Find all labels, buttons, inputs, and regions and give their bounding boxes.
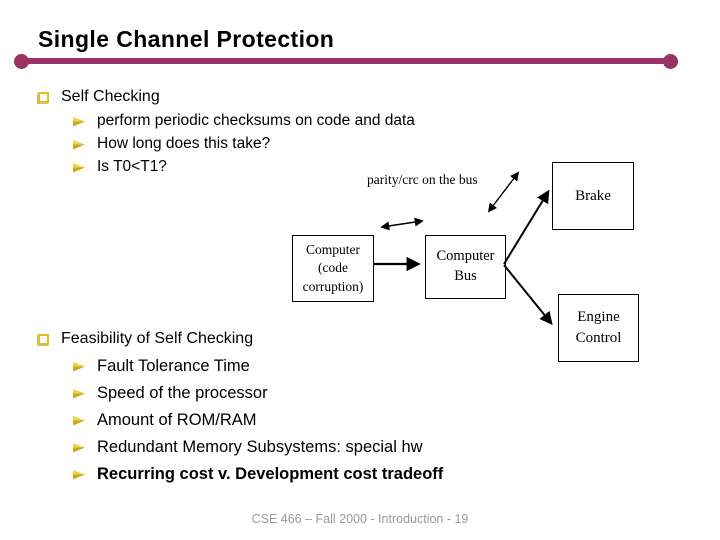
list-item-label: Feasibility of Self Checking [61, 330, 254, 347]
arrow-bullet-icon [73, 470, 85, 480]
arrow-bullet-icon [73, 117, 85, 127]
double-arrow-near-computer [380, 217, 424, 231]
engine-control-box-line: Engine [577, 309, 620, 325]
computer-box-line: Computer [305, 241, 360, 257]
arrow-bullet-icon [73, 140, 85, 150]
list-item: Fault Tolerance Time [72, 357, 558, 376]
list-item: Self Checking [38, 88, 558, 106]
list-item-label: Is T0<T1? [97, 158, 167, 175]
divider-right-dot-icon [663, 54, 678, 69]
list-item-label: Self Checking [61, 88, 160, 105]
slide-title: Single Channel Protection [38, 26, 335, 52]
list-item: perform periodic checksums on code and d… [72, 112, 558, 130]
engine-control-box: Engine Control [558, 294, 639, 362]
list-item-label: Amount of ROM/RAM [97, 411, 257, 429]
arrow-bullet-icon [73, 163, 85, 173]
list-item: Redundant Memory Subsystems: special hw [72, 438, 558, 457]
arrow-bus-to-engine-control [503, 264, 553, 326]
computer-box-line: (code [318, 260, 348, 276]
computer-bus-box: Computer Bus [425, 235, 506, 299]
list-item-label: Speed of the processor [97, 384, 268, 402]
computer-bus-box-line: Computer [436, 248, 495, 265]
list-item-label: Recurring cost v. Development cost trade… [97, 465, 444, 483]
title-divider-line [21, 58, 671, 64]
brake-box-line: Brake [575, 187, 611, 204]
computer-bus-box-line: Bus [454, 268, 477, 284]
arrow-bullet-icon [73, 389, 85, 399]
bus-annotation: parity/crc on the bus [367, 172, 478, 187]
arrow-bullet-icon [73, 416, 85, 426]
feasibility-list: Feasibility of Self Checking Fault Toler… [38, 330, 558, 492]
square-bullet-icon [38, 92, 49, 103]
computer-box: Computer (code corruption) [292, 235, 374, 302]
list-item-label: How long does this take? [97, 135, 271, 152]
arrow-bullet-icon [73, 362, 85, 372]
list-item: Feasibility of Self Checking [38, 330, 558, 348]
list-item: How long does this take? [72, 135, 558, 153]
engine-control-box-line: Control [575, 330, 622, 346]
list-item: Is T0<T1? [72, 158, 558, 176]
list-item: Recurring cost v. Development cost trade… [72, 465, 558, 484]
slide-footer: CSE 466 – Fall 2000 - Introduction - 19 [251, 512, 469, 526]
list-item-label: Fault Tolerance Time [97, 357, 250, 375]
arrow-bullet-icon [73, 443, 85, 453]
computer-box-line: corruption) [302, 278, 364, 294]
list-item: Speed of the processor [72, 384, 558, 403]
self-checking-list: Self Checking perform periodic checksums… [38, 88, 558, 181]
brake-box: Brake [552, 162, 634, 230]
list-item-label: perform periodic checksums on code and d… [97, 112, 415, 129]
arrow-bus-to-brake [503, 189, 550, 265]
square-bullet-icon [38, 334, 49, 345]
list-item-label: Redundant Memory Subsystems: special hw [97, 438, 423, 456]
divider-left-dot-icon [14, 54, 29, 69]
list-item: Amount of ROM/RAM [72, 411, 558, 430]
